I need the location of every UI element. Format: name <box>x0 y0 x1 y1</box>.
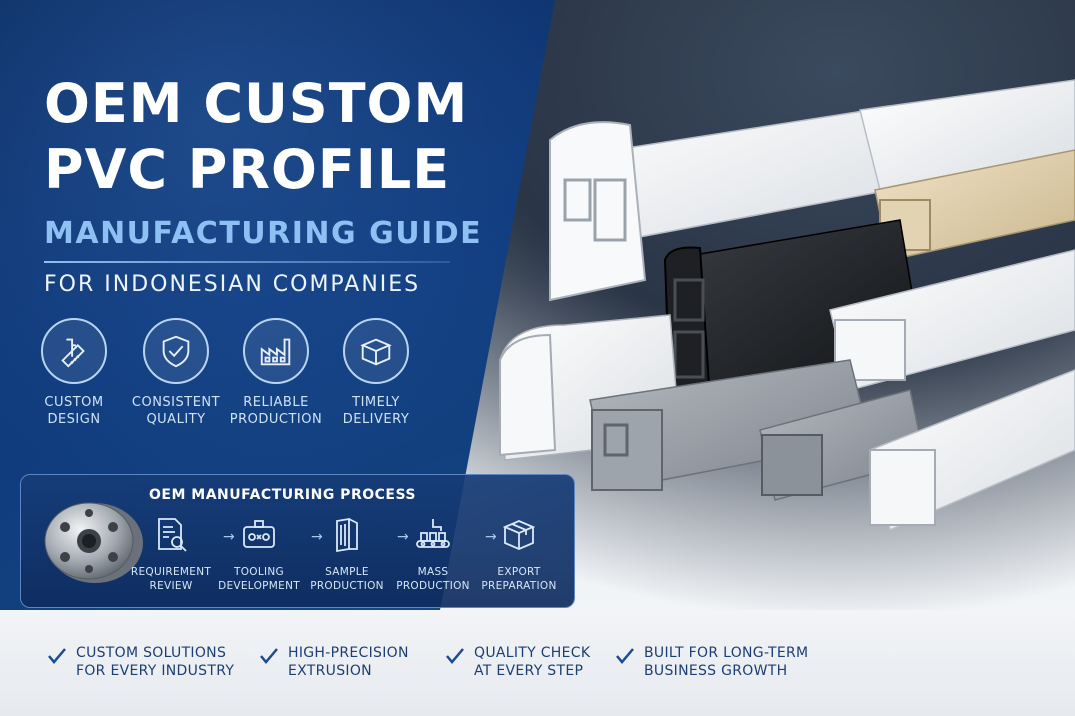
pvc-profiles-illustration <box>499 79 1075 532</box>
check-item: QUALITY CHECK AT EVERY STEP <box>444 644 590 680</box>
step-label: MASS PRODUCTION <box>396 566 470 592</box>
check-text: QUALITY CHECK AT EVERY STEP <box>474 645 591 679</box>
feature-label: CONSISTENT QUALITY <box>131 395 221 427</box>
caliper-ruler-icon <box>41 318 107 384</box>
step-tooling-development: TOOLING DEVELOPMENT <box>215 515 303 593</box>
check-item: BUILT FOR LONG-TERM BUSINESS GROWTH <box>614 644 808 680</box>
checkmark-icon <box>446 648 464 664</box>
document-search-icon <box>158 518 187 552</box>
process-steps: REQUIREMENT REVIEW → TOOLING DEVELOPMENT… <box>131 515 573 601</box>
profile-sample-icon <box>336 517 358 553</box>
factory-icon <box>243 318 309 384</box>
title-divider <box>44 261 450 263</box>
die-tool-icon <box>243 520 275 548</box>
step-label: SAMPLE PRODUCTION <box>310 566 384 592</box>
package-icon <box>502 520 536 550</box>
process-title: OEM MANUFACTURING PROCESS <box>149 487 416 503</box>
arrow-icon: → <box>223 529 235 545</box>
process-panel: OEM MANUFACTURING PROCESS REQUIREMENT RE… <box>20 474 575 608</box>
arrow-icon: → <box>485 529 497 545</box>
step-label: REQUIREMENT REVIEW <box>130 566 212 592</box>
shield-check-icon <box>143 318 209 384</box>
subtitle: MANUFACTURING GUIDE <box>44 216 483 251</box>
conveyor-icon <box>416 519 450 548</box>
arrow-icon: → <box>311 529 323 545</box>
checkmark-icon <box>260 648 278 664</box>
tagline: FOR INDONESIAN COMPANIES <box>44 272 421 297</box>
step-sample-production: SAMPLE PRODUCTION <box>303 515 391 593</box>
feature-consistent-quality: CONSISTENT QUALITY <box>126 318 226 428</box>
step-label: EXPORT PREPARATION <box>481 566 557 592</box>
feature-label: TIMELY DELIVERY <box>342 395 410 427</box>
checkmark-icon <box>616 648 634 664</box>
checkmark-icon <box>48 648 66 664</box>
flange-die-image <box>44 502 143 583</box>
check-item: CUSTOM SOLUTIONS FOR EVERY INDUSTRY <box>46 644 234 680</box>
title-line-2: PVC PROFILE <box>44 138 451 201</box>
step-label: TOOLING DEVELOPMENT <box>218 566 300 592</box>
arrow-icon: → <box>397 529 409 545</box>
feature-reliable-production: RELIABLE PRODUCTION <box>226 318 326 428</box>
bottom-band <box>0 610 1075 716</box>
title-line-1: OEM CUSTOM <box>44 72 469 135</box>
step-requirement-review: REQUIREMENT REVIEW <box>127 515 215 593</box>
check-text: CUSTOM SOLUTIONS FOR EVERY INDUSTRY <box>76 645 235 679</box>
check-item: HIGH-PRECISION EXTRUSION <box>258 644 409 680</box>
check-text: BUILT FOR LONG-TERM BUSINESS GROWTH <box>644 645 809 679</box>
check-text: HIGH-PRECISION EXTRUSION <box>288 645 409 679</box>
feature-label: RELIABLE PRODUCTION <box>229 395 323 427</box>
feature-label: CUSTOM DESIGN <box>44 395 104 427</box>
feature-list: CUSTOM DESIGN CONSISTENT QUALITY RELIABL… <box>40 318 440 438</box>
box-icon <box>343 318 409 384</box>
feature-custom-design: CUSTOM DESIGN <box>24 318 124 428</box>
step-export-preparation: EXPORT PREPARATION <box>475 515 563 593</box>
feature-timely-delivery: TIMELY DELIVERY <box>326 318 426 428</box>
step-mass-production: MASS PRODUCTION <box>389 515 477 593</box>
